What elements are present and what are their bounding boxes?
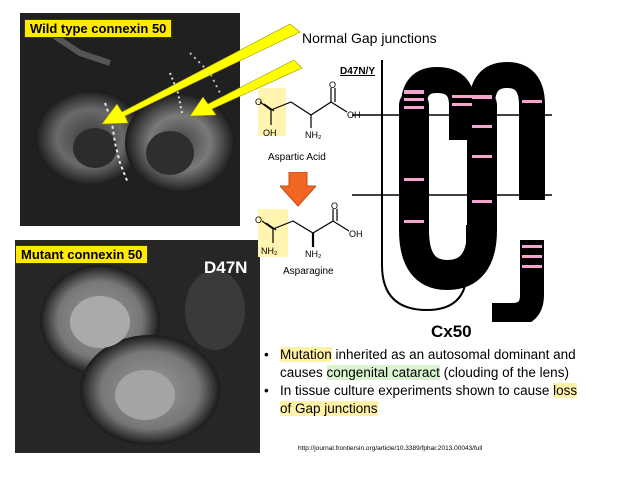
aspartic-o1: O xyxy=(255,97,263,107)
conversion-arrow-icon xyxy=(280,172,316,207)
asparagine-label: Asparagine xyxy=(283,266,334,277)
residue-highlights xyxy=(404,90,542,268)
findings-list: Mutation inherited as an autosomal domin… xyxy=(262,346,582,418)
aspartic-acid-structure: O OH O OH NH₂ xyxy=(255,80,365,150)
extracellular-loop-2 xyxy=(469,61,545,200)
bullet-1-mid: inherited as an autosomal dominant and c… xyxy=(280,347,576,380)
normal-gap-junctions-label: Normal Gap junctions xyxy=(302,30,437,46)
bullet-1-post: (clouding of the lens) xyxy=(439,364,569,380)
asparagine-nh2-side: NH₂ xyxy=(261,246,278,256)
wild-type-label: Wild type connexin 50 xyxy=(24,19,173,38)
aspartic-oh1: OH xyxy=(263,128,277,138)
wild-type-cell-image xyxy=(20,13,240,226)
bullet-mutation: Mutation inherited as an autosomal domin… xyxy=(262,346,582,381)
arrow-2 xyxy=(189,59,303,117)
c-terminal-tail xyxy=(492,240,544,322)
citation-link[interactable]: http://journal.frontiersin.org/article/1… xyxy=(298,445,483,452)
asparagine-nh2-alpha: NH₂ xyxy=(305,249,322,259)
protein-label: Cx50 xyxy=(431,322,472,341)
asparagine-structure: O NH₂ O OH NH₂ xyxy=(255,201,365,265)
asparagine-drawing xyxy=(258,209,350,257)
bullet-1-highlight-cataract: congenital cataract xyxy=(326,364,440,380)
asparagine-o1: O xyxy=(255,215,263,225)
mutant-cell-image xyxy=(15,240,260,453)
aspartic-acid-label: Aspartic Acid xyxy=(268,152,326,163)
bullet-1-highlight-mutation: Mutation xyxy=(280,347,332,362)
mutation-site-label: D47N/Y xyxy=(340,66,376,77)
protein-backbone xyxy=(399,90,497,291)
mutant-tag: D47N xyxy=(204,258,248,277)
gap-junction-arrows xyxy=(101,23,303,125)
aspartic-acid-drawing xyxy=(258,88,348,136)
mutant-label: Mutant connexin 50 xyxy=(15,245,149,264)
asparagine-oh: OH xyxy=(349,229,363,239)
mutant-micrograph xyxy=(15,240,260,453)
bullet-tissue-culture: In tissue culture experiments shown to c… xyxy=(262,382,582,417)
aspartic-nh2: NH₂ xyxy=(305,130,322,140)
connexin-topology-diagram xyxy=(352,60,552,322)
arrow-1 xyxy=(101,23,301,125)
aspartic-o2: O xyxy=(329,80,337,90)
bullet-2-pre: In tissue culture experiments shown to c… xyxy=(280,383,554,398)
wild-type-micrograph xyxy=(20,13,240,226)
asparagine-o2: O xyxy=(331,201,339,211)
